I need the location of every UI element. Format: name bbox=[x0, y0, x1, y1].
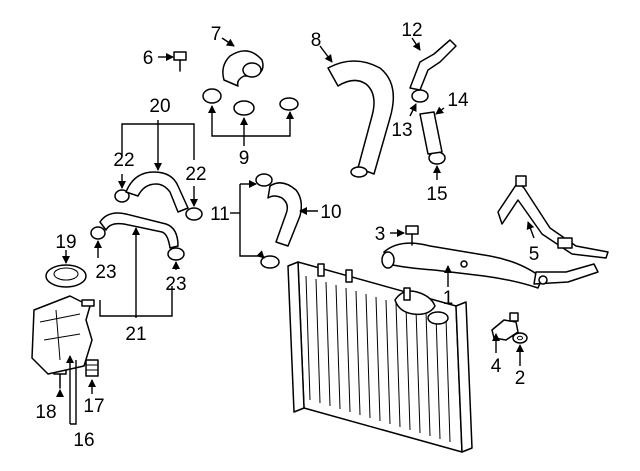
grommet-icon bbox=[85, 359, 99, 377]
radiator-upper-pipe-icon bbox=[381, 242, 599, 289]
callout-4: 4 bbox=[491, 356, 502, 377]
callout-11: 11 bbox=[210, 204, 230, 225]
callout-14: 14 bbox=[447, 90, 469, 111]
cap-icon bbox=[45, 264, 87, 288]
washer-icon bbox=[512, 332, 528, 344]
callout-19: 19 bbox=[55, 232, 76, 253]
upper-radiator-hose-icon bbox=[327, 60, 395, 178]
bypass-pipe-icon bbox=[409, 39, 457, 155]
clamp-icon bbox=[90, 88, 446, 269]
reservoir-hose-icon bbox=[125, 171, 189, 213]
callout-9: 9 bbox=[239, 148, 250, 169]
callout-3: 3 bbox=[375, 224, 386, 245]
callout-18: 18 bbox=[35, 402, 56, 423]
reservoir-tank-icon bbox=[31, 295, 95, 375]
callout-22-left: 22 bbox=[113, 150, 134, 171]
callout-21: 21 bbox=[125, 324, 146, 345]
callout-23-left: 23 bbox=[95, 262, 116, 283]
callout-2: 2 bbox=[515, 368, 526, 389]
callout-13: 13 bbox=[391, 120, 412, 141]
callout-23-right: 23 bbox=[165, 274, 186, 295]
callout-17: 17 bbox=[83, 396, 104, 417]
callout-labels: 1 2 3 4 5 6 7 8 9 10 11 12 13 14 15 16 1… bbox=[35, 20, 539, 451]
callout-8: 8 bbox=[311, 30, 322, 51]
lower-hose-icon bbox=[267, 182, 303, 247]
radiator-icon bbox=[287, 261, 473, 453]
leader-lines bbox=[56, 37, 535, 425]
callout-10: 10 bbox=[320, 202, 341, 223]
callout-16: 16 bbox=[73, 430, 94, 451]
callout-15: 15 bbox=[426, 184, 447, 205]
callout-20: 20 bbox=[149, 96, 170, 117]
callout-12: 12 bbox=[401, 20, 422, 41]
overflow-hose-icon bbox=[99, 212, 179, 249]
hose-icon bbox=[222, 50, 264, 87]
callout-5: 5 bbox=[529, 244, 540, 265]
callout-22-right: 22 bbox=[185, 164, 206, 185]
callout-7: 7 bbox=[211, 24, 222, 45]
callout-1: 1 bbox=[443, 288, 454, 309]
callout-6: 6 bbox=[143, 48, 154, 69]
pipe-bracket-icon bbox=[497, 175, 609, 259]
